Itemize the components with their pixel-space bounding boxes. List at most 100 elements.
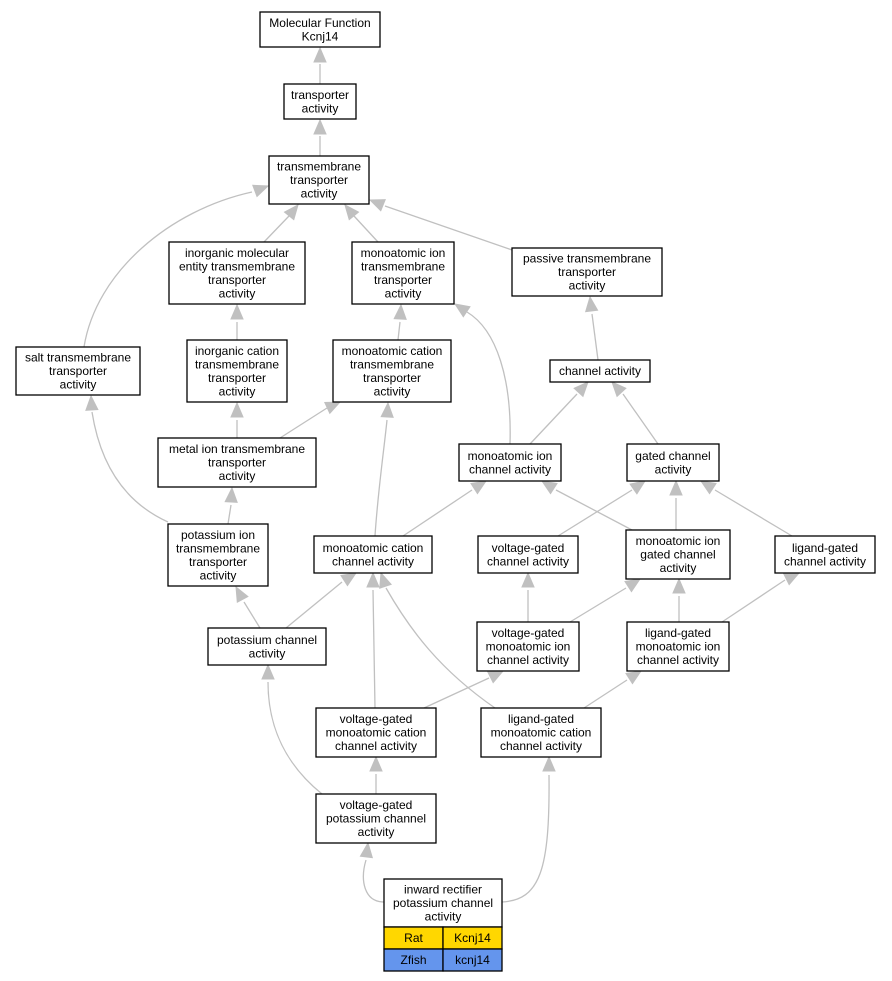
- edge-salt_tm-to-tm_transporter: [83, 184, 270, 348]
- node-box: [207, 627, 327, 666]
- go-term-inorganic-cation[interactable]: inorganic cationtransmembranetransporter…: [186, 339, 288, 403]
- node-label-line: inorganic molecular: [185, 246, 289, 260]
- go-term-potassium-ion-tm[interactable]: potassium iontransmembranetransporteract…: [167, 523, 269, 587]
- node-box: [157, 437, 317, 488]
- go-term-monoatomic-ion-tm[interactable]: monoatomic iontransmembranetransporterac…: [351, 241, 455, 305]
- node-label-line: potassium channel: [393, 896, 493, 910]
- node-label-line: transporter: [208, 371, 266, 385]
- node-label-line: activity: [569, 279, 606, 293]
- arrowhead: [230, 401, 244, 418]
- arrowhead: [230, 303, 244, 320]
- node-box: [168, 241, 306, 305]
- node-label-line: activity: [200, 568, 237, 582]
- node-box: [315, 793, 437, 844]
- node-box: [511, 247, 663, 297]
- go-term-monoatomic-cation-tm[interactable]: monoatomic cationtransmembranetransporte…: [332, 339, 452, 403]
- node-label-line: activity: [425, 910, 462, 924]
- edge-monoatomic_ion_gated-to-gated_channel: [669, 479, 683, 530]
- node-label-line: monoatomic cation: [491, 726, 592, 740]
- node-label-line: channel activity: [500, 739, 582, 753]
- node-label-line: ligand-gated: [645, 626, 711, 640]
- arrowhead: [366, 571, 380, 588]
- edge-line: [555, 489, 633, 531]
- node-label-line: channel activity: [637, 653, 719, 667]
- arrowhead: [344, 204, 360, 221]
- edge-line: [583, 679, 628, 709]
- node-label-line: activity: [301, 187, 338, 201]
- arrowhead: [313, 46, 327, 63]
- edge-line: [385, 587, 496, 709]
- node-label-line: voltage-gated: [340, 712, 413, 726]
- node-box: [315, 707, 437, 758]
- arrowhead: [573, 381, 589, 398]
- edge-line: [372, 589, 376, 709]
- node-label-line: transporter: [363, 371, 421, 385]
- arrowhead: [313, 118, 327, 135]
- gene-label[interactable]: kcnj14: [455, 953, 490, 967]
- edge-metal_ion-to-inorganic_cation: [230, 401, 244, 438]
- edge-voltage_gated_channel-to-gated_channel: [557, 480, 647, 537]
- node-label-line: voltage-gated: [492, 626, 565, 640]
- edge-gated_channel-to-channel: [611, 381, 659, 445]
- gene-cell: [442, 948, 503, 972]
- edge-line: [362, 859, 385, 903]
- node-box: [332, 339, 452, 403]
- edge-vg_monoatomic_ion-to-monoatomic_ion_gated: [569, 578, 642, 623]
- arrowhead: [453, 303, 471, 318]
- edge-inward_rectifier-to-vg_potassium: [359, 841, 385, 903]
- edge-monoatomic_ion_channel-to-monoatomic_ion_tm: [453, 303, 511, 445]
- go-term-channel[interactable]: channel activity: [549, 359, 651, 383]
- edge-line: [591, 313, 599, 361]
- edge-line: [569, 587, 627, 623]
- node-box: [167, 523, 269, 587]
- node-label-line: transporter: [374, 273, 432, 287]
- node-label-line: transporter: [558, 265, 616, 279]
- node-label-line: potassium channel: [326, 812, 426, 826]
- node-label-line: activity: [219, 384, 256, 398]
- node-label-line: activity: [219, 469, 256, 483]
- node-label-line: voltage-gated: [492, 541, 565, 555]
- edge-inorganic_cation-to-inorganic_mol: [230, 303, 244, 340]
- edge-inorganic_mol-to-tm_transporter: [263, 204, 299, 243]
- arrowhead: [368, 199, 386, 212]
- node-label-line: transmembrane: [361, 259, 445, 273]
- edge-line: [721, 579, 786, 623]
- node-box: [259, 11, 381, 48]
- node-label-line: activity: [219, 286, 256, 300]
- arrowhead: [252, 184, 270, 198]
- go-term-metal-ion[interactable]: metal ion transmembranetransporteractivi…: [157, 437, 317, 488]
- edge-line: [557, 489, 633, 537]
- edge-potassium_ion_tm-to-metal_ion: [224, 486, 238, 525]
- node-box: [476, 621, 580, 672]
- arrowhead: [540, 480, 558, 495]
- node-box: [313, 535, 433, 574]
- arrowhead: [629, 480, 647, 495]
- arrowhead: [224, 486, 238, 503]
- gene-label[interactable]: Kcnj14: [454, 931, 491, 945]
- species-label: Rat: [404, 931, 423, 945]
- edge-potassium_ion_tm-to-salt_tm: [85, 394, 169, 523]
- node-label-line: inorganic cation: [195, 344, 279, 358]
- node-label-line: channel activity: [559, 364, 641, 378]
